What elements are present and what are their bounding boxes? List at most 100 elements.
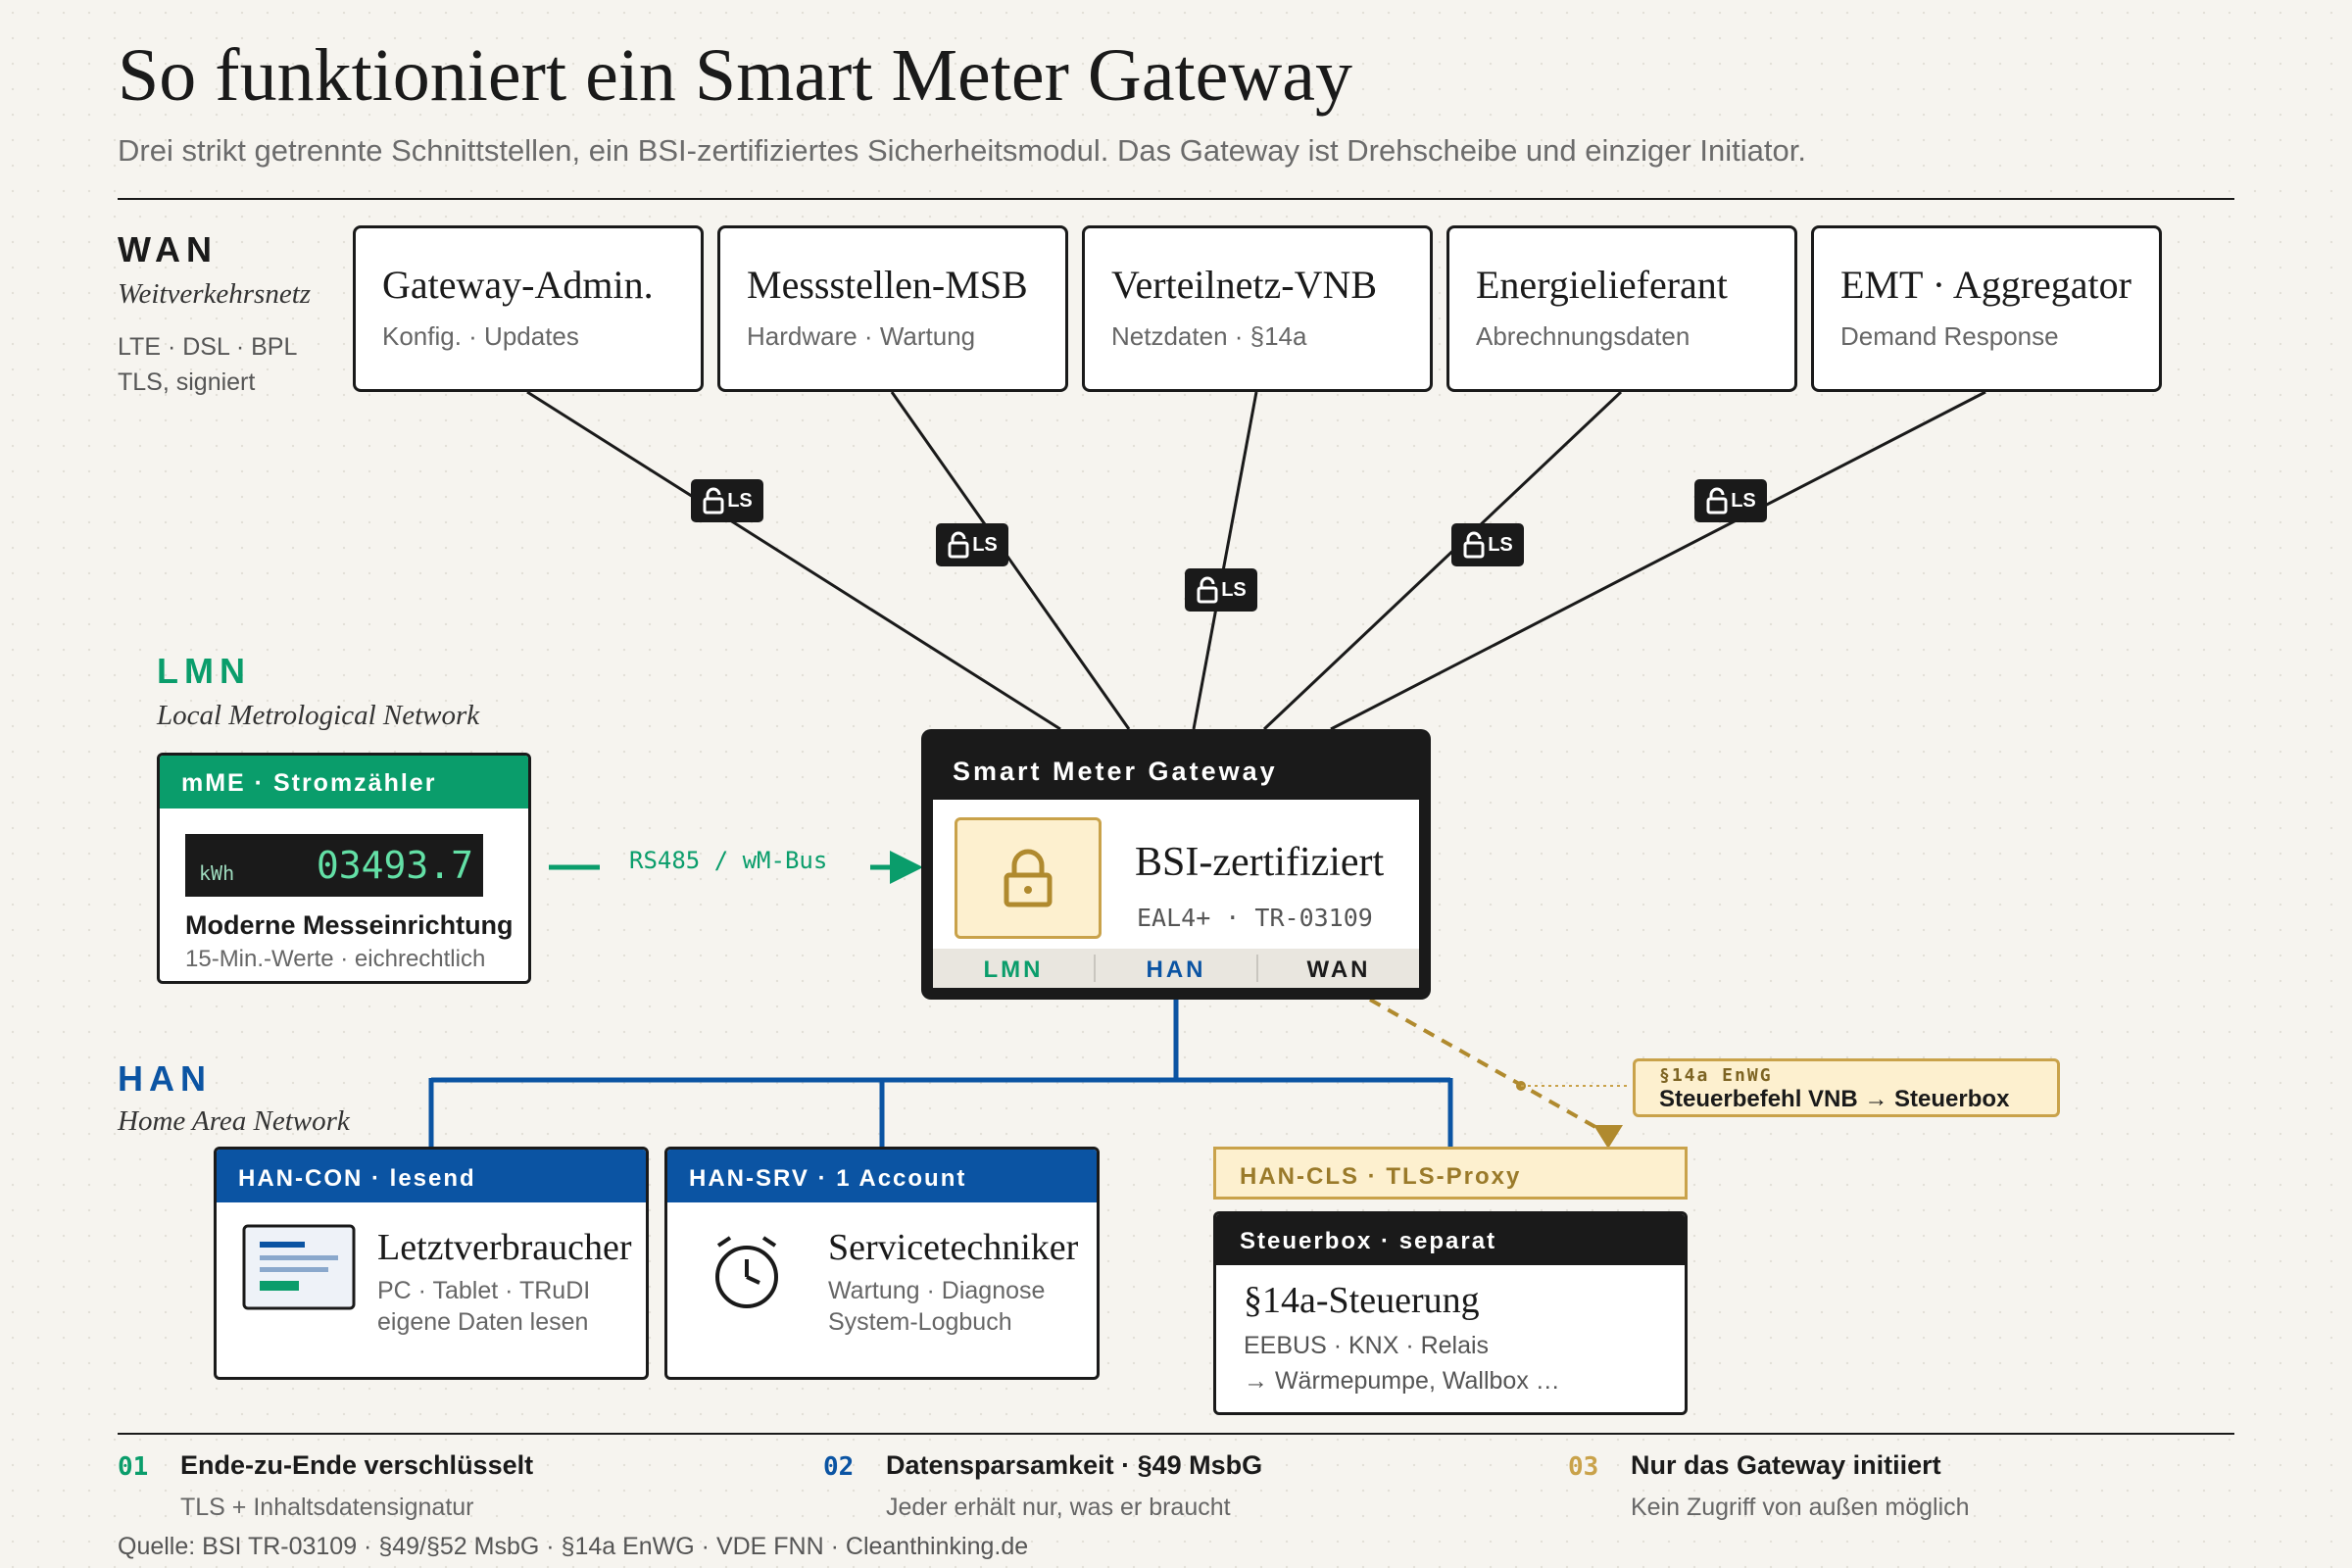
footer-num-1: 01 <box>118 1452 149 1482</box>
han-con-name: Letztverbraucher <box>377 1227 632 1268</box>
wan-box-gateway-admin: Gateway-Admin. Konfig. · Updates <box>353 225 704 392</box>
wan-box-desc: Konfig. · Updates <box>382 321 579 351</box>
port-lmn: LMN <box>983 956 1044 983</box>
gateway-level: EAL4+ · TR-03109 <box>1137 904 1373 932</box>
gateway-ports: LMN HAN WAN <box>933 949 1419 988</box>
wan-box-name: Gateway-Admin. <box>382 263 654 307</box>
wan-box-aggregator: EMT · Aggregator Demand Response <box>1811 225 2162 392</box>
meter-display: kWh 03493.7 <box>185 834 483 897</box>
lmn-label: LMN <box>157 651 251 691</box>
wan-meta-media: LTE · DSL · BPL <box>118 333 298 361</box>
steuerbox-desc-2: → Wärmepumpe, Wallbox … <box>1244 1367 1560 1395</box>
tls-badge-text: LS <box>1221 578 1247 601</box>
cls-arrow <box>1593 1125 1623 1149</box>
lock-icon <box>703 487 724 514</box>
lmn-link-arrow <box>890 851 923 884</box>
han-srv-desc-2: System-Logbuch <box>828 1308 1012 1336</box>
meter-reading: 03493.7 <box>316 844 473 887</box>
han-srv-name: Servicetechniker <box>828 1227 1079 1268</box>
wan-box-name: Messstellen-MSB <box>747 263 1028 307</box>
han-con-header: HAN-CON · lesend <box>217 1150 646 1202</box>
page-subtitle: Drei strikt getrennte Schnittstellen, ei… <box>118 133 1806 168</box>
wire-gateway-admin <box>526 390 1061 731</box>
footer-num-3: 03 <box>1568 1452 1599 1482</box>
gateway-title: Smart Meter Gateway <box>953 757 1278 786</box>
tls-badge: LS <box>691 479 763 522</box>
gateway-certification: BSI-zertifiziert <box>1135 840 1385 885</box>
smart-meter-gateway: Smart Meter Gateway BSI-zertifiziert EAL… <box>921 729 1431 1000</box>
wan-box-name: EMT · Aggregator <box>1840 263 2132 307</box>
tls-badge: LS <box>1451 523 1524 566</box>
page-title: So funktioniert ein Smart Meter Gateway <box>118 34 1353 117</box>
footer-num-2: 02 <box>823 1452 855 1482</box>
han-con-desc-1: PC · Tablet · TRuDI <box>377 1277 591 1304</box>
lock-icon <box>1463 531 1485 559</box>
lock-icon <box>1197 576 1218 604</box>
footer-divider <box>118 1433 2234 1435</box>
cls-control-path <box>1369 998 1596 1129</box>
lmn-subtitle: Local Metrological Network <box>157 700 480 731</box>
wan-box-desc: Hardware · Wartung <box>747 321 976 351</box>
han-srv-header: HAN-SRV · 1 Account <box>667 1150 1097 1202</box>
tls-badge-text: LS <box>727 489 753 512</box>
callout-law: §14a EnWG <box>1659 1065 1773 1086</box>
header-divider <box>118 198 2234 200</box>
han-con-desc-2: eigene Daten lesen <box>377 1308 589 1336</box>
source-note: Quelle: BSI TR-03109 · §49/§52 MsbG · §1… <box>118 1533 1029 1560</box>
lmn-link-label: RS485 / wM-Bus <box>629 847 828 874</box>
steuerbox-card: Steuerbox · separat §14a-Steuerung EEBUS… <box>1213 1211 1688 1415</box>
meter-card: mME · Stromzähler kWh 03493.7 Moderne Me… <box>157 753 531 984</box>
meter-desc: 15-Min.-Werte · eichrechtlich <box>185 946 486 972</box>
port-han: HAN <box>1146 956 1206 983</box>
han-cls-proxy: HAN-CLS · TLS-Proxy <box>1213 1147 1688 1200</box>
wire-energielieferant <box>1262 390 1623 731</box>
steuerbox-desc-1: EEBUS · KNX · Relais <box>1244 1332 1490 1359</box>
wan-label: WAN <box>118 229 218 270</box>
footer-desc-3: Kein Zugriff von außen möglich <box>1631 1494 1970 1521</box>
steuerbox-header: Steuerbox · separat <box>1216 1214 1685 1265</box>
han-label: HAN <box>118 1058 212 1099</box>
wire-messstellen <box>890 391 1131 730</box>
port-divider <box>1256 955 1258 982</box>
wan-meta-security: TLS, signiert <box>118 368 256 396</box>
meter-unit: kWh <box>199 861 235 885</box>
port-divider <box>1094 955 1096 982</box>
lock-icon <box>1706 487 1728 514</box>
callout-text: Steuerbefehl VNB → Steuerbox <box>1659 1086 2010 1112</box>
tls-badge: LS <box>1185 568 1257 612</box>
wan-box-desc: Demand Response <box>1840 321 2059 351</box>
lock-icon <box>948 531 969 559</box>
footer-head-2: Datensparsamkeit · §49 MsbG <box>886 1450 1263 1480</box>
wan-box-energielieferant: Energielieferant Abrechnungsdaten <box>1446 225 1797 392</box>
han-tree <box>428 1000 1453 1147</box>
gateway-security-module: BSI-zertifiziert EAL4+ · TR-03109 LMN HA… <box>933 800 1419 988</box>
footer-head-3: Nur das Gateway initiiert <box>1631 1450 1941 1480</box>
tls-badge-text: LS <box>1731 489 1756 512</box>
footer-head-1: Ende-zu-Ende verschlüsselt <box>180 1450 534 1480</box>
tls-badge-text: LS <box>972 533 998 556</box>
footer-desc-2: Jeder erhält nur, was er braucht <box>886 1494 1231 1521</box>
wan-box-desc: Netzdaten · §14a <box>1111 321 1307 351</box>
lock-icon <box>955 817 1102 939</box>
meter-name: Moderne Messeinrichtung <box>185 910 514 940</box>
steuerbox-name: §14a-Steuerung <box>1244 1280 1480 1321</box>
tls-badge: LS <box>936 523 1008 566</box>
footer-desc-1: TLS + Inhaltsdatensignatur <box>180 1494 474 1521</box>
enwg-callout: §14a EnWG Steuerbefehl VNB → Steuerbox <box>1633 1058 2060 1117</box>
han-srv-card: HAN-SRV · 1 Account Servicetechniker War… <box>664 1147 1100 1380</box>
han-subtitle: Home Area Network <box>118 1105 350 1137</box>
han-con-card: HAN-CON · lesend Letztverbraucher PC · T… <box>214 1147 649 1380</box>
han-srv-desc-1: Wartung · Diagnose <box>828 1277 1046 1304</box>
wan-box-verteilnetz: Verteilnetz-VNB Netzdaten · §14a <box>1082 225 1433 392</box>
wire-aggregator <box>1330 390 1986 731</box>
wan-box-desc: Abrechnungsdaten <box>1476 321 1690 351</box>
tls-badge: LS <box>1694 479 1767 522</box>
clock-icon <box>715 1236 778 1308</box>
port-wan: WAN <box>1306 956 1371 983</box>
wan-box-messstellen: Messstellen-MSB Hardware · Wartung <box>717 225 1068 392</box>
wan-box-name: Verteilnetz-VNB <box>1111 263 1378 307</box>
wan-box-name: Energielieferant <box>1476 263 1728 307</box>
meter-header: mME · Stromzähler <box>160 756 528 808</box>
wan-subtitle: Weitverkehrsnetz <box>118 278 312 310</box>
